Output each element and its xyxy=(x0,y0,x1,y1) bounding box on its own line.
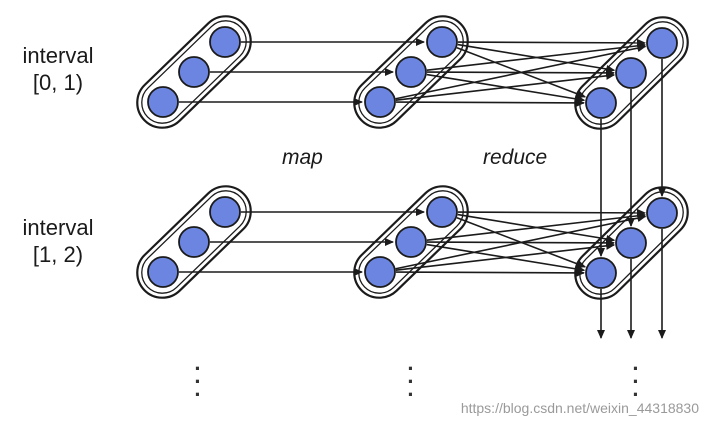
row-1-node-3 xyxy=(209,26,241,58)
row-1-map-capsule-inner xyxy=(358,20,464,124)
row-1-shuffle-arrow-1-1 xyxy=(395,98,586,107)
row-2-node-4 xyxy=(364,256,396,288)
continuation-dots-left: · · · xyxy=(193,358,203,406)
group-arrows xyxy=(179,38,666,339)
row-1-node-5 xyxy=(395,56,427,88)
row-2-node-6 xyxy=(426,196,458,228)
interval-label-row-1: interval [0, 1) xyxy=(8,42,108,96)
row-2-input-capsule-inner xyxy=(141,190,247,294)
row-2-node-5 xyxy=(395,226,427,258)
row-2-node-2 xyxy=(178,226,210,258)
row-2-node-9 xyxy=(646,197,678,229)
interval-word: interval xyxy=(22,43,94,68)
row-2-node-3 xyxy=(209,196,241,228)
ellipsis: · · · xyxy=(632,356,640,407)
row-2-node-7 xyxy=(585,257,617,289)
interval-range: [1, 2) xyxy=(32,242,84,267)
row-2-shuffle-arrow-3-2 xyxy=(457,213,616,243)
row-2-node-1 xyxy=(147,256,179,288)
interval-range: [0, 1) xyxy=(32,70,84,95)
row-2-map-capsule-inner xyxy=(358,190,464,294)
row-1-shuffle-arrow-3-1 xyxy=(456,46,587,98)
row-1-shuffle-arrow-2-1 xyxy=(426,73,586,103)
reduce-stage-label: reduce xyxy=(483,146,548,169)
group-nodes xyxy=(147,26,678,289)
row-1-node-6 xyxy=(426,26,458,58)
row-2-reduce-capsule-inner xyxy=(579,191,684,295)
continuation-dots-middle: · · · xyxy=(406,358,416,406)
interval-label-row-2: interval [1, 2) xyxy=(8,214,108,268)
row-1-node-2 xyxy=(178,56,210,88)
watermark: https://blog.csdn.net/weixin_44318830 xyxy=(460,400,699,416)
row-2-node-8 xyxy=(615,227,647,259)
map-stage-label: map xyxy=(282,146,323,169)
row-1-node-8 xyxy=(615,57,647,89)
ellipsis: · · · xyxy=(407,356,415,407)
row-2-shuffle-arrow-3-1 xyxy=(456,216,587,268)
row-1-input-capsule-inner xyxy=(141,20,247,124)
interval-word: interval xyxy=(22,215,94,240)
row-2-shuffle-arrow-2-1 xyxy=(426,243,586,273)
row-1-node-7 xyxy=(585,87,617,119)
row-1-shuffle-arrow-3-2 xyxy=(457,43,616,73)
ellipsis: · · · xyxy=(194,356,202,407)
row-1-node-1 xyxy=(147,86,179,118)
continuation-dots-right: · · · xyxy=(631,358,641,406)
row-2-shuffle-arrow-1-1 xyxy=(395,268,586,277)
row-1-node-4 xyxy=(364,86,396,118)
row-1-shuffle-arrow-3-3 xyxy=(457,38,647,47)
row-2-shuffle-arrow-3-3 xyxy=(457,208,647,217)
row-1-reduce-capsule-inner xyxy=(579,21,684,125)
row-1-node-9 xyxy=(646,27,678,59)
